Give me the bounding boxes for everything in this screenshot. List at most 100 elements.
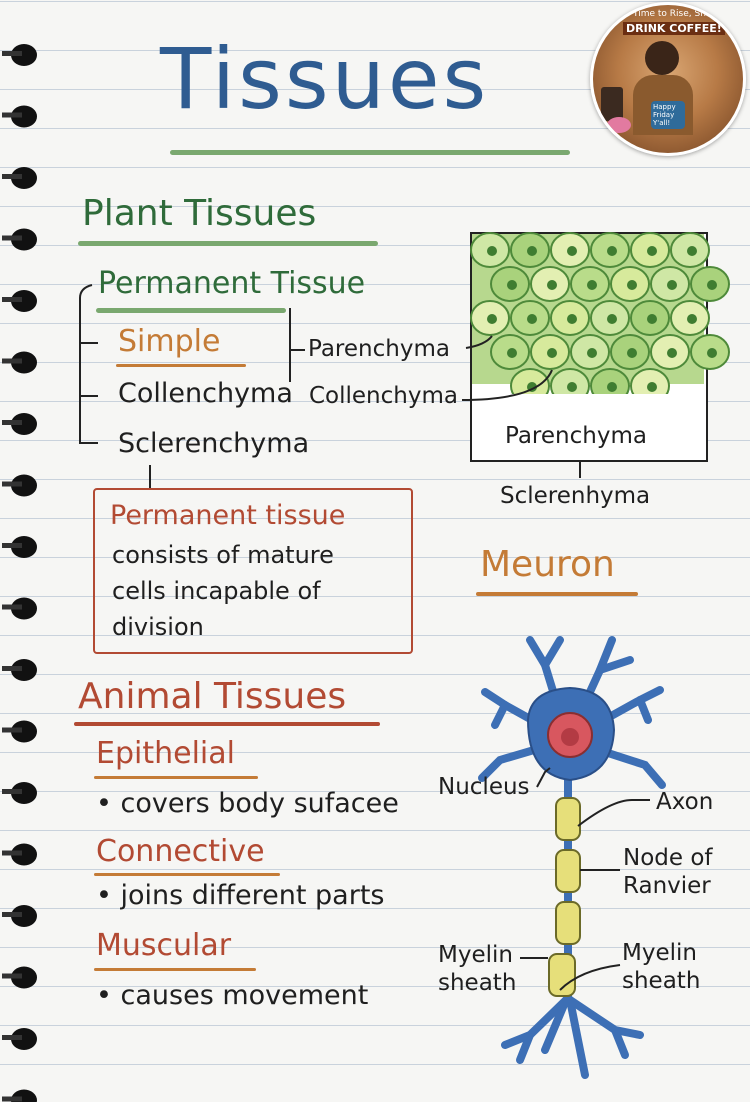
- spiral-wire: [2, 112, 22, 118]
- permanent-underline: [96, 308, 286, 313]
- spiral-ring: [11, 536, 37, 558]
- spiral-ring: [11, 905, 37, 927]
- title-underline: [170, 150, 570, 155]
- neuron-heading-underline: [476, 592, 638, 596]
- spiral-ring: [11, 105, 37, 128]
- epithelial-underline: [94, 776, 258, 779]
- spiral-ring: [11, 843, 37, 866]
- spiral-ring: [11, 966, 37, 989]
- cell-label-sclerenhyma: Sclerenhyma: [500, 483, 651, 509]
- cell-nucleus: [667, 280, 677, 290]
- connective-desc: • joins different parts: [96, 880, 385, 911]
- cell-diagram: [470, 232, 730, 458]
- branch-parenchyma-label: Parenchyma: [308, 336, 450, 362]
- definition-line-2: cells incapable of: [112, 577, 321, 605]
- spiral-ring: [11, 413, 37, 435]
- spiral-ring: [11, 290, 37, 312]
- cell-nucleus: [567, 382, 577, 392]
- cell-nucleus: [487, 246, 497, 256]
- spiral-wire: [2, 727, 22, 733]
- badge-sticker: Happy Friday Y'all!: [651, 101, 685, 129]
- spiral-ring: [11, 1028, 37, 1050]
- person-figure: [645, 41, 679, 75]
- cell-nucleus: [687, 246, 697, 256]
- branch-collenchyma-label: Collenchyma: [309, 383, 458, 409]
- cell-label-parenchyma: Parenchyma: [505, 423, 647, 449]
- spiral-ring: [11, 351, 37, 374]
- myelin-right-line-2: sheath: [622, 968, 701, 994]
- spiral-wire: [2, 666, 22, 671]
- cell-nucleus: [567, 314, 577, 324]
- cell-nucleus: [487, 314, 497, 324]
- spiral-wire: [2, 973, 22, 979]
- neuron-heading: Meuron: [480, 544, 615, 585]
- cell-nucleus: [527, 246, 537, 256]
- coffee-badge-image: Time to Rise, Shine & DRINK COFFEE! Happ…: [590, 2, 746, 156]
- cell-nucleus: [607, 314, 617, 324]
- myelin-left-line-2: sheath: [438, 970, 517, 996]
- spiral-wire: [2, 235, 22, 241]
- cell-nucleus: [607, 246, 617, 256]
- muscular-label: Muscular: [96, 928, 232, 963]
- muscular-desc: • causes movement: [96, 980, 369, 1011]
- cell-nucleus: [547, 348, 557, 358]
- definition-line-1: consists of mature: [112, 541, 334, 569]
- spiral-wire: [2, 604, 22, 610]
- cell-nucleus: [587, 280, 597, 290]
- coffee-press-icon: [601, 87, 623, 121]
- cell-nucleus: [507, 348, 517, 358]
- spiral-ring: [11, 474, 37, 497]
- spiral-wire: [2, 358, 22, 364]
- cell-nucleus: [707, 348, 717, 358]
- badge-main-text: DRINK COFFEE!: [623, 22, 725, 35]
- connective-underline: [94, 873, 280, 876]
- definition-title: Permanent tissue: [110, 500, 346, 531]
- spiral-wire: [2, 174, 22, 179]
- axon-label: Axon: [656, 789, 714, 815]
- epithelial-label: Epithelial: [96, 736, 235, 771]
- spiral-wire: [2, 912, 22, 917]
- cell-nucleus: [507, 280, 517, 290]
- sclerenchyma-label: Sclerenchyma: [118, 428, 310, 459]
- cell-nucleus: [527, 314, 537, 324]
- definition-line-3: division: [112, 613, 204, 641]
- simple-label: Simple: [118, 324, 221, 359]
- spiral-wire: [2, 420, 22, 425]
- cell-nucleus: [647, 382, 657, 392]
- animal-tissues-heading: Animal Tissues: [78, 676, 347, 717]
- spiral-ring: [11, 659, 37, 681]
- spiral-wire: [2, 1096, 22, 1102]
- animal-heading-underline: [74, 722, 380, 726]
- spiral-wire: [2, 51, 22, 56]
- cell-nucleus: [647, 314, 657, 324]
- cell-nucleus: [707, 280, 717, 290]
- epithelial-desc: • covers body sufacee: [96, 788, 399, 819]
- permanent-tissue-heading: Permanent Tissue: [98, 266, 366, 301]
- spiral-wire: [2, 850, 22, 856]
- collenchyma-label: Collenchyma: [118, 378, 293, 409]
- spiral-ring: [11, 782, 37, 804]
- node-of-ranvier-line-2: Ranvier: [623, 873, 711, 899]
- cell-nucleus: [627, 280, 637, 290]
- plant-tissues-heading: Plant Tissues: [82, 193, 317, 234]
- spiral-ring: [11, 228, 37, 251]
- cell-nucleus: [667, 348, 677, 358]
- page-title: Tissues: [160, 30, 490, 128]
- simple-underline: [116, 364, 246, 367]
- spiral-ring: [11, 167, 37, 189]
- cell-nucleus: [567, 246, 577, 256]
- muscular-underline: [94, 968, 256, 971]
- spiral-wire: [2, 297, 22, 302]
- cell-nucleus: [627, 348, 637, 358]
- donut-icon: [607, 117, 631, 133]
- connective-label: Connective: [96, 834, 265, 869]
- myelin-left-line-1: Myelin: [438, 942, 513, 968]
- cell-nucleus: [607, 382, 617, 392]
- myelin-right-line-1: Myelin: [622, 940, 697, 966]
- badge-top-text: Time to Rise, Shine &: [633, 9, 730, 19]
- spiral-ring: [11, 44, 37, 66]
- cell-nucleus: [647, 246, 657, 256]
- spiral-binding: [2, 44, 37, 1102]
